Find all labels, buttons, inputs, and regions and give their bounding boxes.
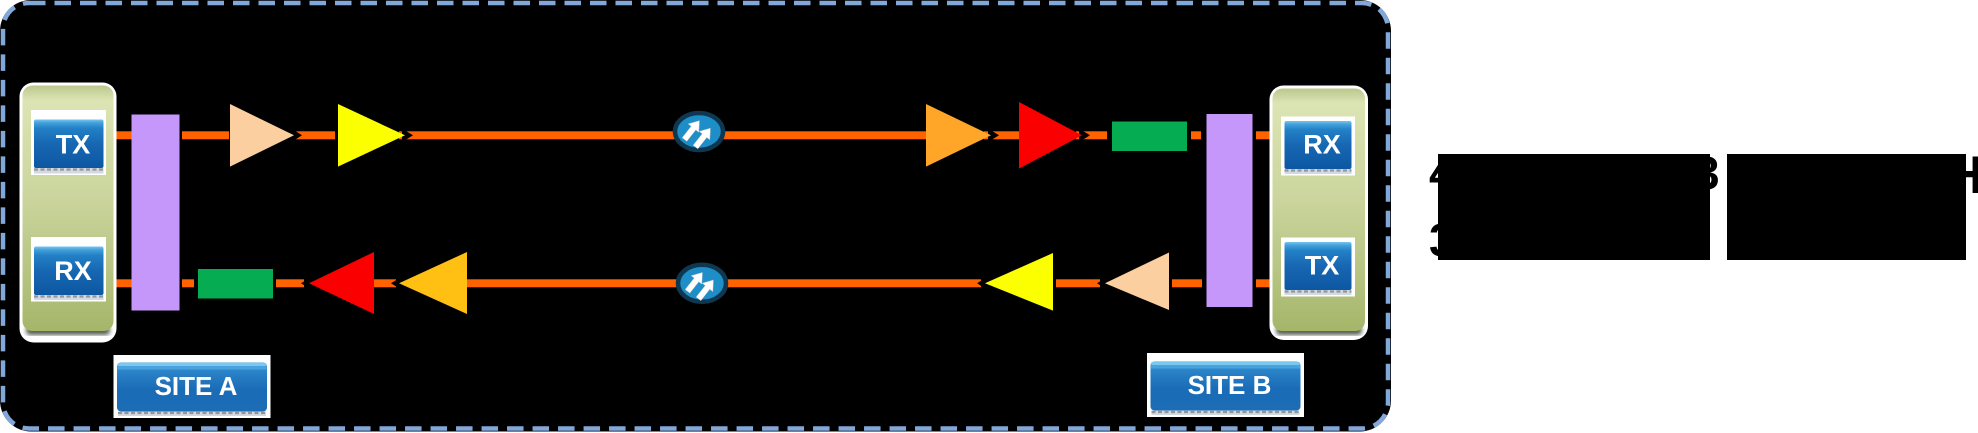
svg-text:SITE B: SITE B	[1188, 370, 1272, 400]
svg-text:RX: RX	[1303, 130, 1341, 160]
svg-text:SITE A: SITE A	[155, 371, 238, 401]
svg-text:TX: TX	[1305, 251, 1340, 281]
svg-text:RX: RX	[54, 256, 92, 286]
svg-text:TX: TX	[56, 130, 91, 160]
